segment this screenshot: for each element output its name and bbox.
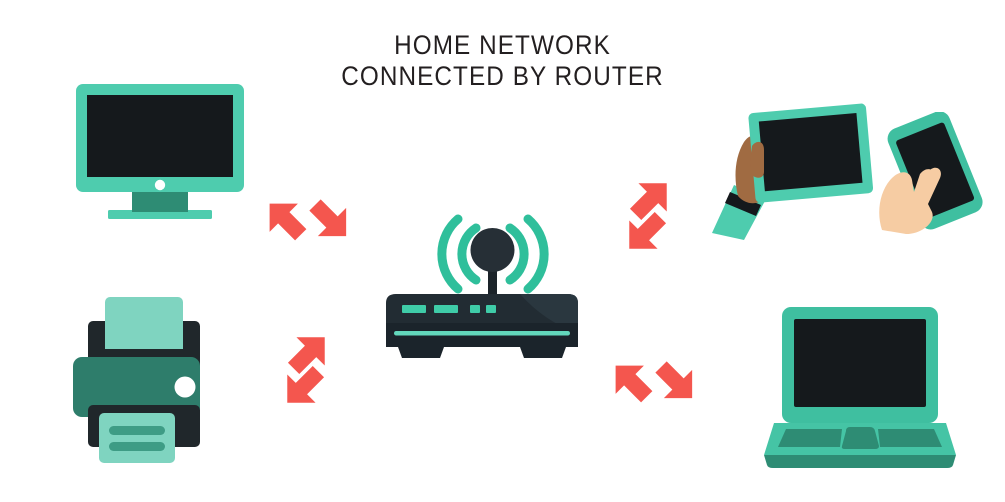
- connection-printer-router: [256, 322, 360, 418]
- wireless-router-icon: [386, 214, 578, 358]
- title-line-1: HOME NETWORK: [394, 30, 611, 60]
- arrow-to-tablet: [629, 183, 667, 221]
- laptop-icon: [764, 307, 956, 468]
- tablet-in-hand-icon: [712, 103, 874, 240]
- printer-icon: [73, 297, 200, 463]
- desktop-monitor-icon: [76, 84, 244, 219]
- device-printer: [72, 295, 232, 465]
- arrow-to-router: [309, 199, 347, 237]
- arrow-to-printer: [287, 365, 325, 403]
- router-led-square: [470, 305, 480, 313]
- tablet-thumb: [750, 141, 764, 178]
- device-tablet: [704, 100, 874, 240]
- router-signal-right: [505, 214, 549, 294]
- router-signal-left: [437, 214, 481, 294]
- tablet-screen: [758, 112, 863, 192]
- bidirectional-arrows-printer-router: [287, 337, 325, 403]
- arrow-to-laptop: [655, 361, 693, 399]
- router-led-square: [486, 305, 496, 313]
- bidirectional-arrows-router-tablet: [629, 183, 667, 249]
- tablet-hand-cuff: [725, 192, 761, 216]
- laptop-keyboard-left: [778, 429, 842, 447]
- smartphone-index-finger: [914, 169, 935, 196]
- arrow-to-router: [629, 211, 667, 249]
- laptop-screen: [794, 319, 926, 407]
- connection-router-tablet: [598, 168, 702, 264]
- router-led-bar: [402, 305, 426, 313]
- arrow-to-router: [287, 337, 325, 375]
- laptop-front-lip: [764, 455, 956, 468]
- laptop-keyboard-right: [878, 429, 942, 447]
- router-led-bar: [434, 305, 458, 313]
- device-desktop-monitor: [70, 82, 250, 222]
- device-router: [370, 195, 598, 365]
- device-smartphone: [876, 112, 996, 237]
- router-light-strip: [394, 331, 570, 336]
- smartphone-in-hand-icon: [879, 112, 983, 234]
- connection-router-laptop: [598, 348, 714, 420]
- laptop-trackpad: [841, 427, 879, 449]
- device-laptop: [760, 305, 960, 470]
- bidirectional-arrows-router-laptop: [615, 361, 693, 403]
- arrow-to-router: [615, 365, 653, 403]
- connection-monitor-router: [252, 186, 368, 258]
- arrow-to-monitor: [269, 203, 307, 241]
- bidirectional-arrows-monitor-router: [269, 199, 347, 241]
